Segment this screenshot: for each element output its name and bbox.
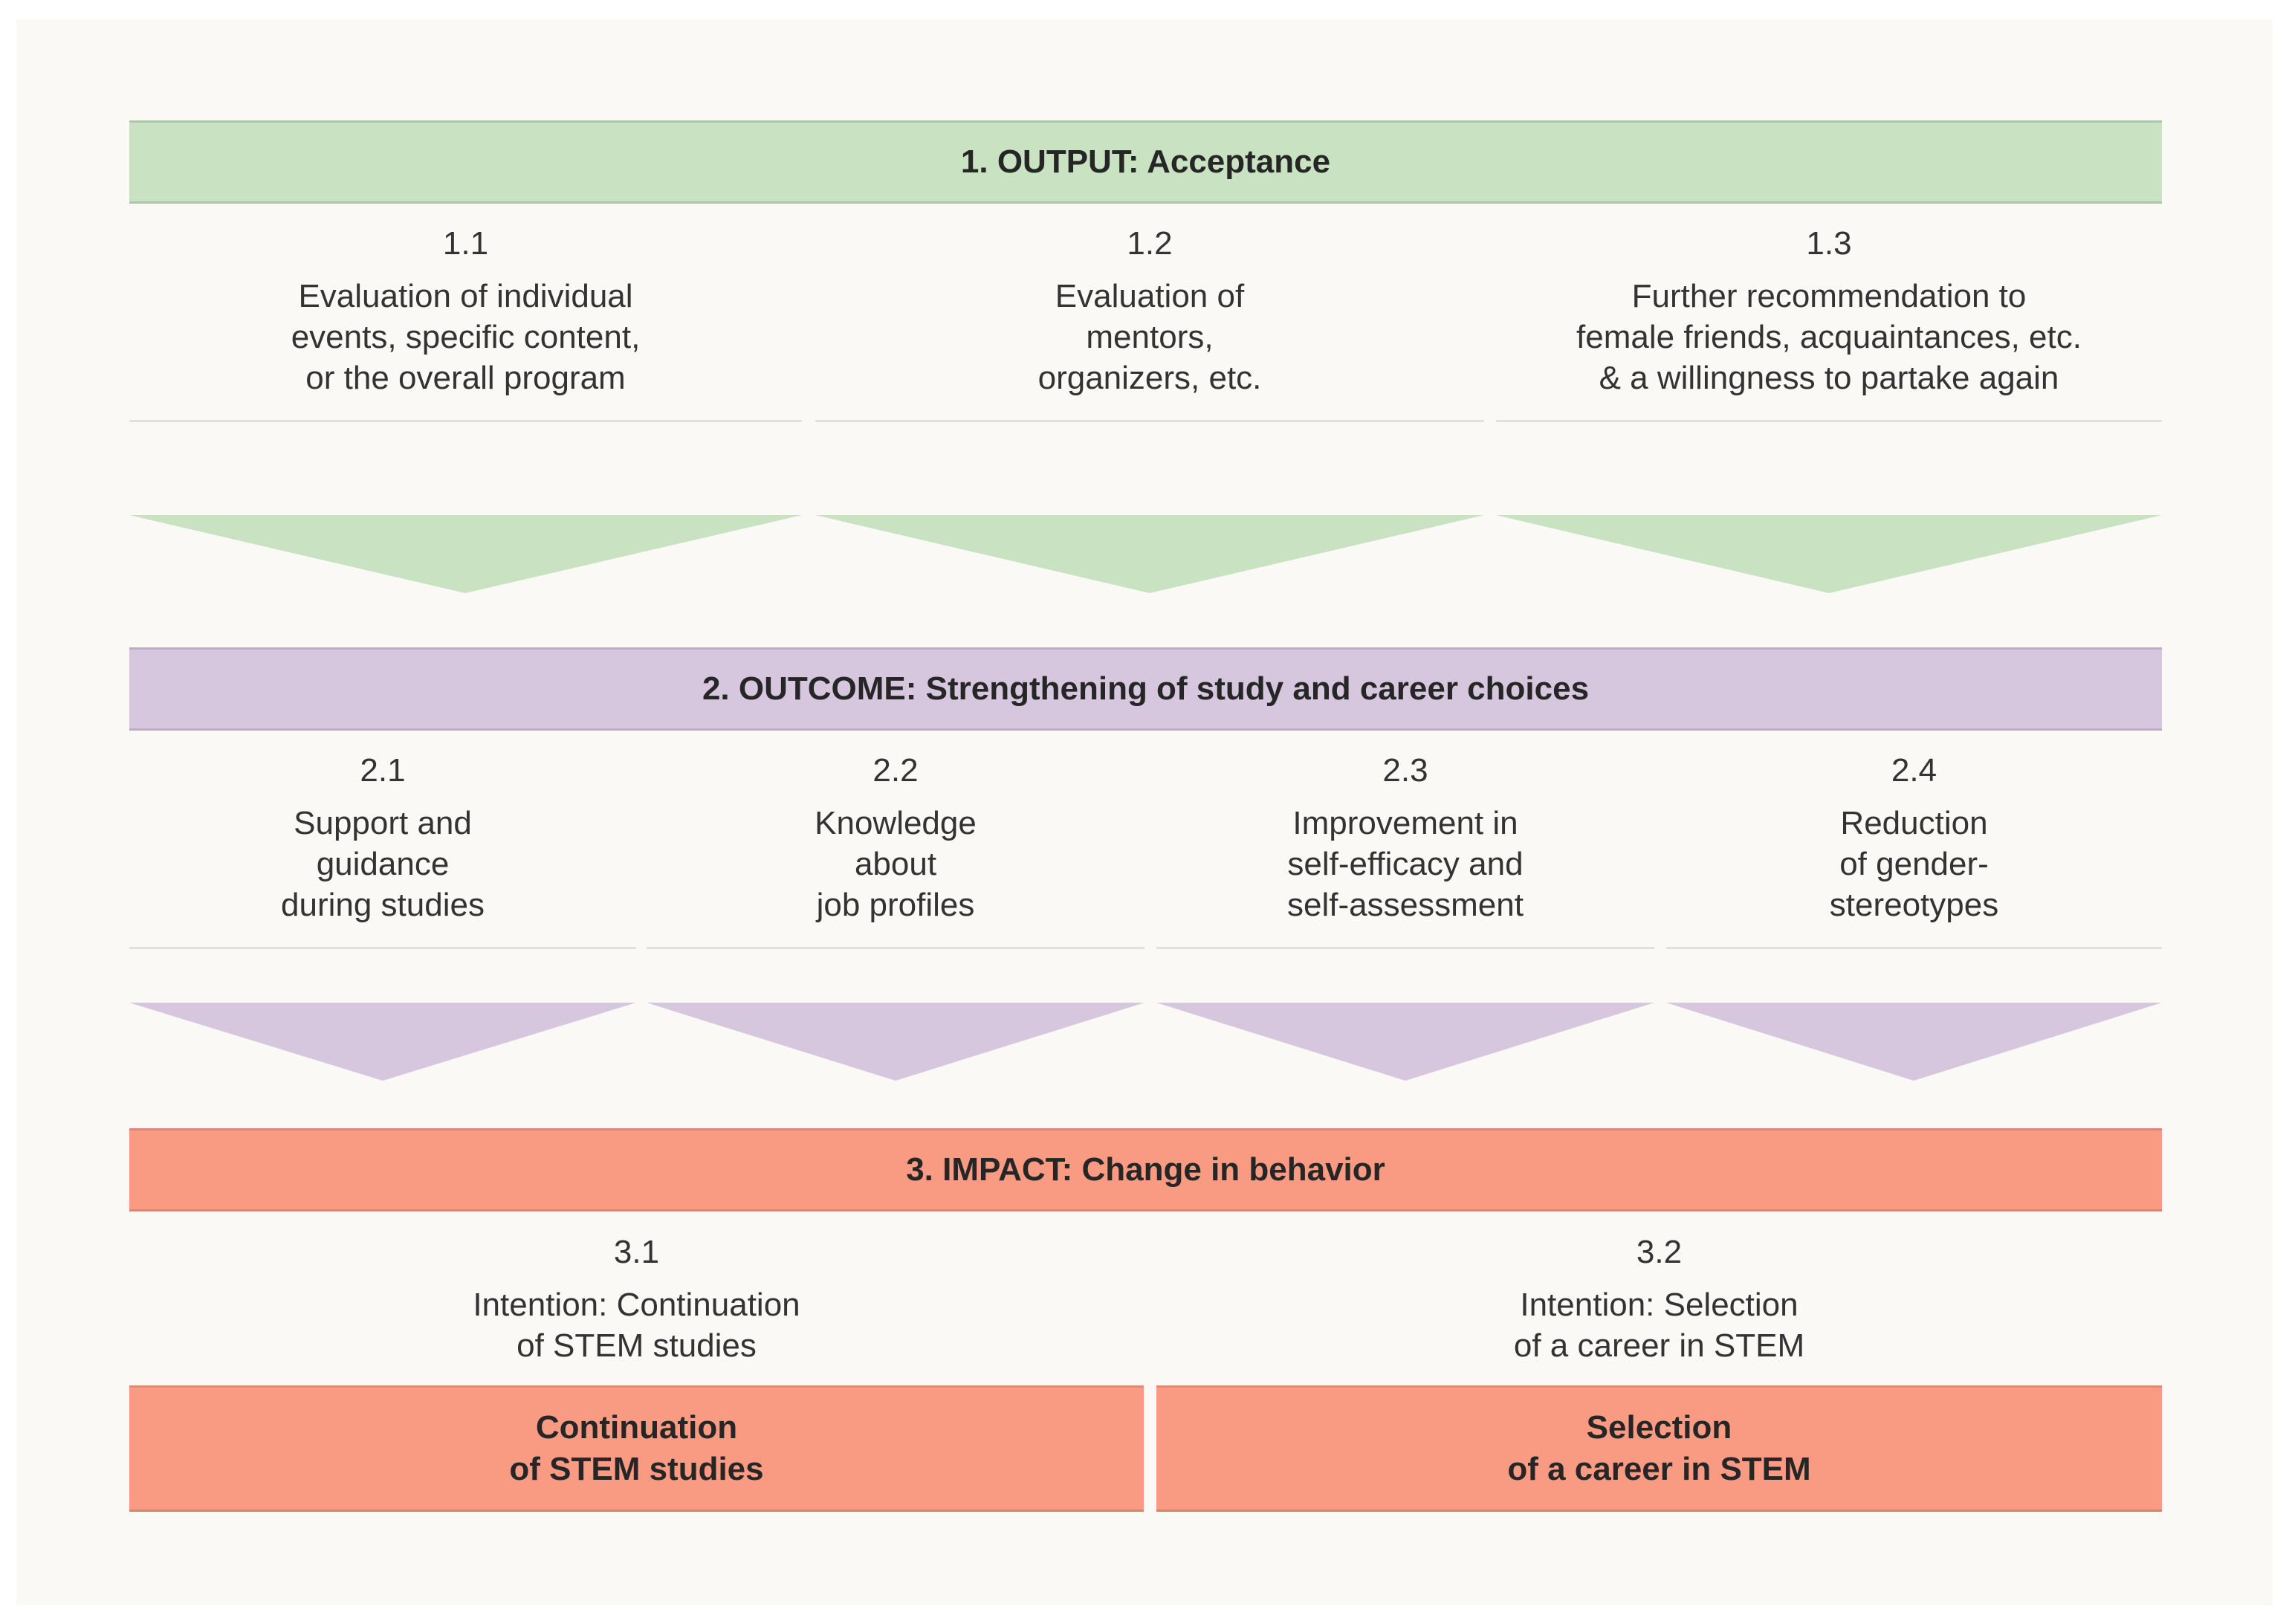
- outcome-item-text: Improvement in self-efficacy and self-as…: [1287, 805, 1524, 923]
- outcome-item-2-1: 2.1 Support and guidance during studies: [129, 750, 636, 949]
- outcome-band: 2. OUTCOME: Strengthening of study and c…: [129, 647, 2162, 731]
- impact-item-3-1: 3.1 Intention: Continuation of STEM stud…: [129, 1232, 1144, 1380]
- result-label: Selection of a career in STEM: [1507, 1409, 1811, 1487]
- diagram-canvas: [16, 19, 2273, 1605]
- outcome-title: 2. OUTCOME: Strengthening of study and c…: [702, 670, 1590, 707]
- impact-item-number: 3.2: [1636, 1234, 1683, 1270]
- output-item-1-2: 1.2 Evaluation of mentors, organizers, e…: [815, 223, 1484, 422]
- outcome-item-text: Knowledge about job profiles: [815, 805, 977, 923]
- impact-item-number: 3.1: [613, 1234, 660, 1270]
- output-item-text: Evaluation of mentors, organizers, etc.: [1037, 278, 1262, 396]
- outcome-item-text: Support and guidance during studies: [281, 805, 485, 923]
- result-career-in-stem: Selection of a career in STEM: [1156, 1385, 2162, 1512]
- output-item-1-3: 1.3 Further recommendation to female fri…: [1496, 223, 2162, 422]
- output-item-number: 1.3: [1806, 225, 1852, 262]
- impact-band: 3. IMPACT: Change in behavior: [129, 1128, 2162, 1211]
- output-item-1-1: 1.1 Evaluation of individual events, spe…: [129, 223, 802, 422]
- outcome-item-text: Reduction of gender- stereotypes: [1829, 805, 1999, 923]
- output-item-text: Further recommendation to female friends…: [1576, 278, 2082, 396]
- impact-item-text: Intention: Continuation of STEM studies: [473, 1287, 800, 1364]
- output-title: 1. OUTPUT: Acceptance: [960, 143, 1331, 180]
- impact-item-text: Intention: Selection of a career in STEM: [1513, 1287, 1805, 1364]
- outcome-item-2-3: 2.3 Improvement in self-efficacy and sel…: [1156, 750, 1654, 949]
- outcome-item-number: 2.2: [872, 752, 919, 789]
- outcome-item-number: 2.4: [1891, 752, 1937, 789]
- output-item-text: Evaluation of individual events, specifi…: [291, 278, 641, 396]
- output-item-number: 1.2: [1127, 225, 1173, 262]
- outcome-item-number: 2.3: [1382, 752, 1428, 789]
- output-item-number: 1.1: [442, 225, 489, 262]
- impact-item-3-2: 3.2 Intention: Selection of a career in …: [1156, 1232, 2162, 1380]
- outcome-item-2-4: 2.4 Reduction of gender- stereotypes: [1666, 750, 2162, 949]
- output-band: 1. OUTPUT: Acceptance: [129, 120, 2162, 204]
- result-label: Continuation of STEM studies: [509, 1409, 764, 1487]
- impact-title: 3. IMPACT: Change in behavior: [906, 1151, 1385, 1188]
- result-continuation-stem-studies: Continuation of STEM studies: [129, 1385, 1144, 1512]
- outcome-item-2-2: 2.2 Knowledge about job profiles: [647, 750, 1144, 949]
- outcome-item-number: 2.1: [360, 752, 406, 789]
